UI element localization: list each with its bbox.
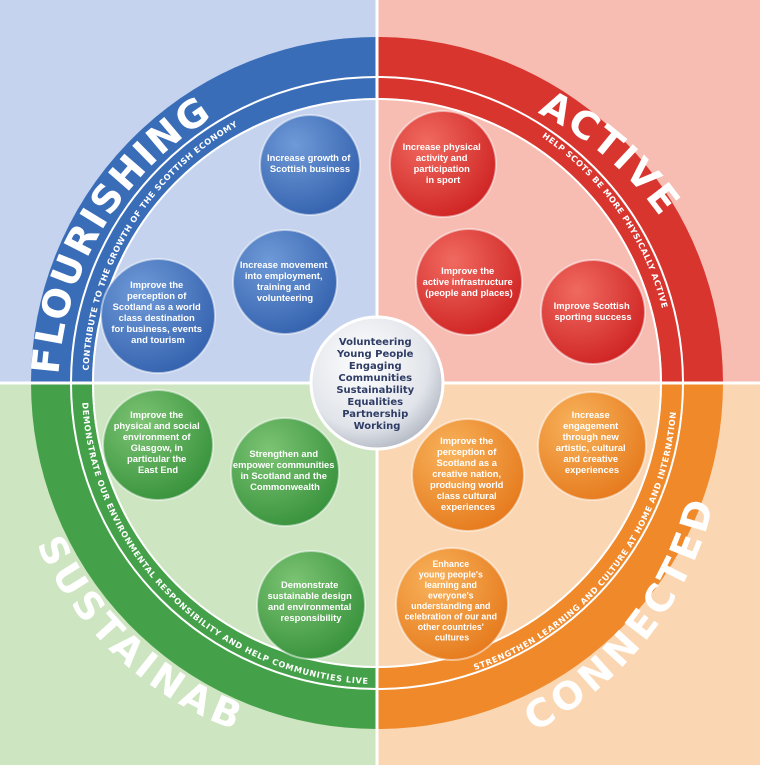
- sustainable-ring-segment: [31, 382, 378, 729]
- bubble-improve-active-infrastructure: Improve the active infrastructure (peopl…: [415, 228, 523, 336]
- bubble-text: Demonstrate sustainable design and envir…: [267, 579, 354, 623]
- bubble-text: Increase movement into employment, train…: [240, 259, 330, 303]
- flourishing-bubbles: Increase growth of Scottish business Inc…: [100, 114, 361, 374]
- bubble-text: Improve the perception of Scotland as a …: [111, 279, 204, 345]
- bubble-text: Improve Scottish sporting success: [554, 300, 633, 322]
- bubble-text: Improve the active infrastructure (peopl…: [423, 265, 516, 298]
- bubble-text: Increase physical activity and participa…: [403, 141, 484, 185]
- sustainable-inner-band: [72, 382, 378, 688]
- bubble-increase-movement: Increase movement into employment, train…: [232, 229, 338, 335]
- connected-bubbles: Increase engagement through new artistic…: [395, 391, 647, 661]
- bubble-enhance-learning: Enhance young people's learning and ever…: [395, 547, 509, 661]
- bubble-increase-physical-activity: Increase physical activity and participa…: [389, 110, 497, 218]
- bubble-increase-engagement: Increase engagement through new artistic…: [537, 391, 647, 501]
- bubble-text: Increase engagement through new artistic…: [556, 409, 628, 475]
- bubble-improve-perception-creative: Improve the perception of Scotland as a …: [411, 418, 525, 532]
- bubble-sustainable-design: Demonstrate sustainable design and envir…: [256, 550, 366, 660]
- center-values-text: Volunteering Young People Engaging Commu…: [336, 337, 418, 432]
- outer-ring: [31, 37, 723, 729]
- bubble-text: Enhance young people's learning and ever…: [405, 559, 500, 643]
- flourishing-ring-segment: [31, 37, 378, 384]
- bubble-text: Strengthen and empower communities in Sc…: [233, 448, 337, 492]
- bubble-improve-environment: Improve the physical and social environm…: [102, 389, 214, 501]
- inner-ring-outline: [70, 76, 684, 690]
- bubble-strengthen-communities: Strengthen and empower communities in Sc…: [230, 417, 340, 527]
- inner-ring-outline-2: [92, 98, 662, 668]
- bubble-text: Increase growth of Scottish business: [267, 152, 353, 174]
- active-bubbles: Increase physical activity and participa…: [389, 110, 646, 365]
- sustainable-bubbles: Improve the physical and social environm…: [102, 389, 366, 660]
- bubble-text: Improve the physical and social environm…: [114, 409, 203, 475]
- bubble-improve-sporting-success: Improve Scottish sporting success: [540, 259, 646, 365]
- active-ring-segment: [376, 37, 723, 384]
- inner-band: [72, 78, 682, 688]
- bubble-text: Improve the perception of Scotland as a …: [430, 435, 506, 512]
- bubble-improve-perception-world: Improve the perception of Scotland as a …: [100, 258, 216, 374]
- center-circle: Volunteering Young People Engaging Commu…: [309, 315, 445, 451]
- connected-inner-band: [376, 382, 682, 688]
- active-inner-band: [376, 78, 682, 384]
- flourishing-inner-band: [72, 78, 378, 384]
- bubble-increase-growth: Increase growth of Scottish business: [259, 114, 361, 216]
- connected-ring-segment: [376, 382, 723, 729]
